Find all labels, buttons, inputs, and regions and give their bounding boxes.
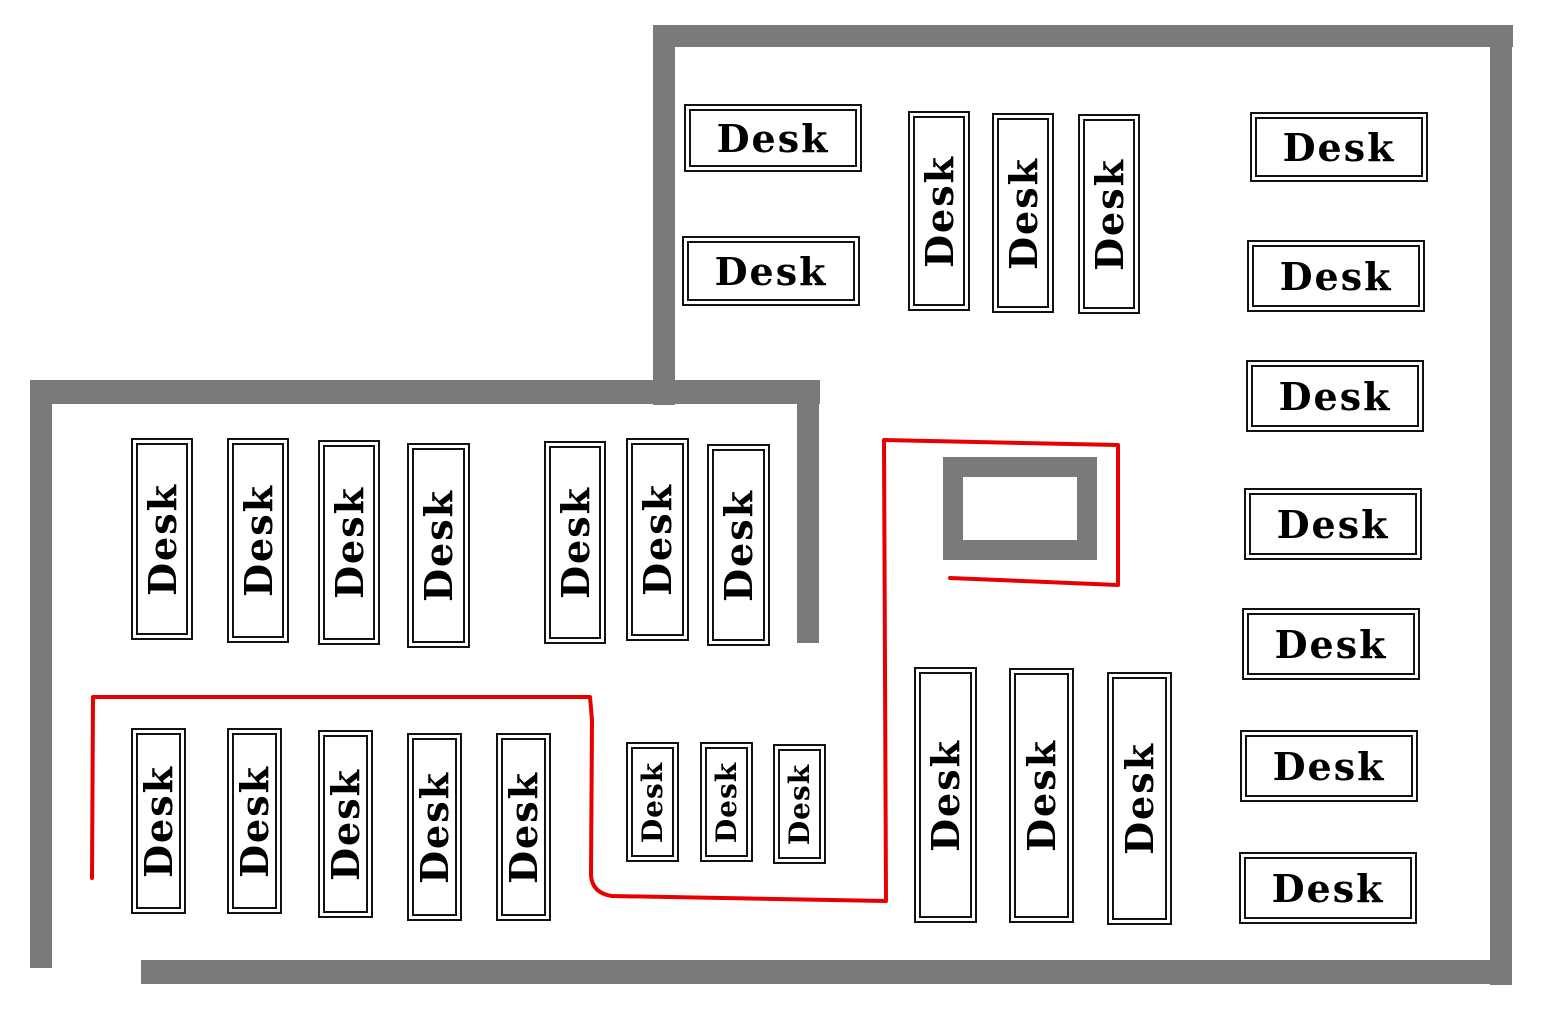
desk[interactable]: Desk	[1078, 114, 1140, 314]
desk[interactable]: Desk	[407, 733, 462, 921]
wall-upper-left	[653, 25, 675, 405]
desk[interactable]: Desk	[1246, 360, 1424, 432]
desk[interactable]: Desk	[1250, 112, 1428, 182]
wall-right	[1490, 25, 1512, 985]
desk-label: Desk	[1279, 253, 1393, 299]
desk[interactable]: Desk	[1242, 608, 1420, 680]
desk-small[interactable]: Desk	[773, 744, 826, 864]
desk-label: Desk	[1282, 124, 1396, 170]
desk[interactable]: Desk	[227, 438, 289, 643]
desk-label: Desk	[1276, 501, 1390, 547]
desk[interactable]: Desk	[227, 728, 282, 914]
wall-lower-top	[30, 380, 820, 404]
desk[interactable]: Desk	[914, 667, 977, 923]
desk-label: Desk	[1272, 743, 1386, 789]
desk[interactable]: Desk	[131, 438, 193, 640]
desk[interactable]: Desk	[682, 236, 860, 306]
desk-label: Desk	[714, 248, 828, 294]
desk-label: Desk	[716, 115, 830, 161]
wall-partition	[797, 395, 819, 643]
desk[interactable]: Desk	[318, 730, 373, 918]
wall-left	[30, 380, 52, 968]
desk[interactable]: Desk	[1240, 730, 1418, 802]
desk[interactable]: Desk	[626, 438, 689, 641]
desk[interactable]: Desk	[1239, 852, 1417, 924]
wall-upper-top	[653, 25, 1513, 47]
desk-label: Desk	[1271, 865, 1385, 911]
desk[interactable]: Desk	[707, 444, 770, 646]
desk[interactable]: Desk	[992, 113, 1054, 313]
highlight-path	[90, 438, 1120, 903]
desk[interactable]: Desk	[131, 728, 186, 914]
desk[interactable]: Desk	[496, 733, 551, 921]
desk-label: Desk	[1278, 373, 1392, 419]
desk-small[interactable]: Desk	[626, 742, 679, 862]
wall-bottom	[141, 960, 1512, 984]
desk[interactable]: Desk	[1244, 488, 1422, 560]
desk[interactable]: Desk	[1107, 672, 1172, 925]
desk-label: Desk	[1274, 621, 1388, 667]
desk[interactable]: Desk	[1247, 240, 1425, 312]
desk[interactable]: Desk	[318, 440, 380, 645]
desk[interactable]: Desk	[544, 441, 606, 644]
central-fixture	[943, 457, 1097, 560]
desk-small[interactable]: Desk	[700, 742, 753, 862]
desk[interactable]: Desk	[407, 443, 470, 648]
desk[interactable]: Desk	[1009, 668, 1074, 923]
desk[interactable]: Desk	[908, 111, 970, 311]
desk[interactable]: Desk	[684, 104, 862, 172]
